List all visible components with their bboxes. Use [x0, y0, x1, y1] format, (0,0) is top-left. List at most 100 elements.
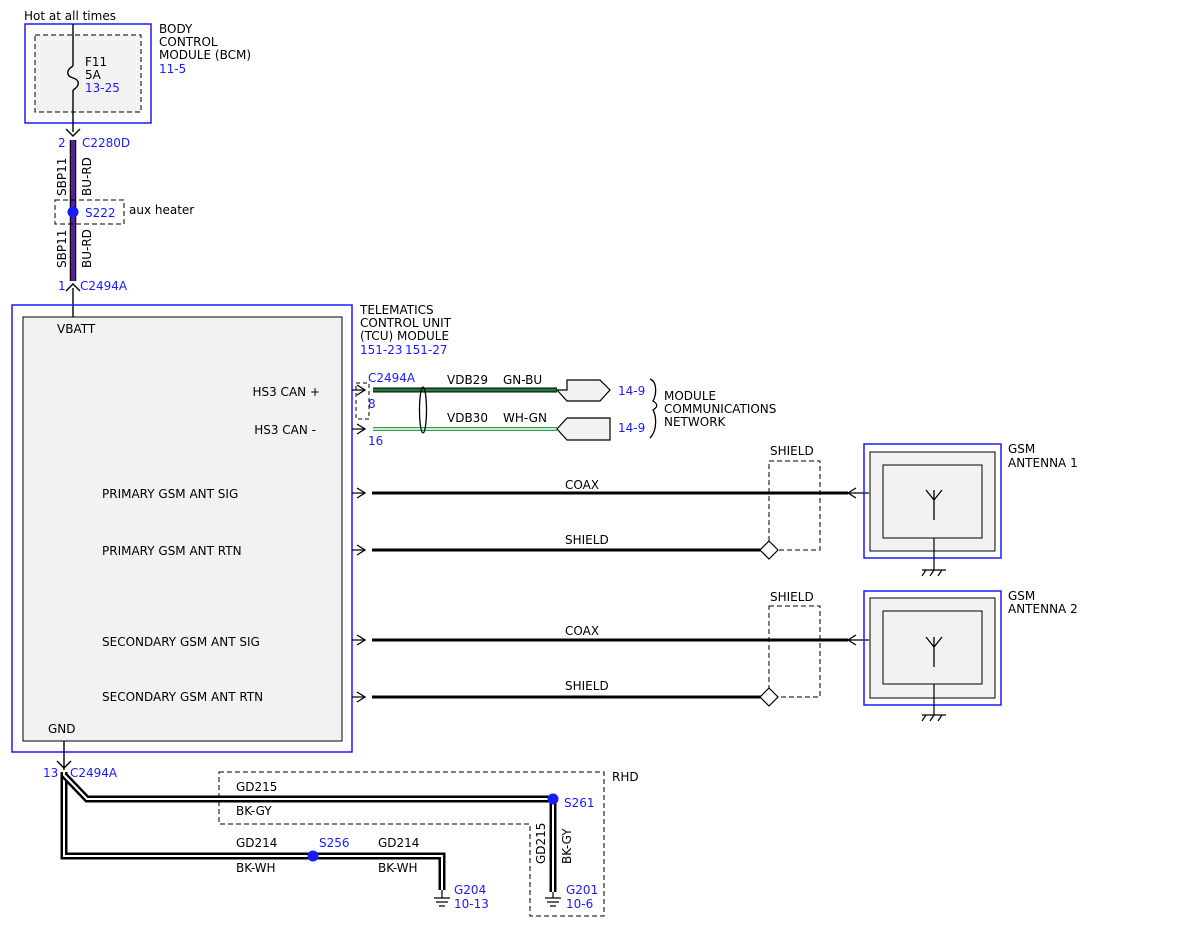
c2494a-top-pin: 1 — [58, 279, 66, 293]
splice-s261-dot — [547, 793, 559, 805]
gnd-connector-label: C2494A — [70, 766, 118, 780]
pin-secondary-gsm-sig: SECONDARY GSM ANT SIG — [102, 635, 260, 649]
gnd-pin: 13 — [43, 766, 58, 780]
c2494a-top-label: C2494A — [80, 279, 128, 293]
offpage-arrow-minus-icon — [556, 417, 611, 441]
antenna-1-icon — [925, 489, 943, 520]
gsm-antenna-1-outer-box — [863, 443, 1002, 559]
bk-gy-vert-label: BK-GY — [560, 828, 574, 864]
rhd-label: RHD — [612, 770, 639, 784]
bu-rd-label-lower: BU-RD — [80, 229, 94, 268]
can-ref-plus: 14-9 — [618, 384, 645, 398]
splice-s261-label: S261 — [564, 796, 595, 810]
gn-bu-label: GN-BU — [503, 373, 542, 387]
gd215-wire-outline — [61, 772, 557, 892]
sec-shield-box — [768, 605, 821, 698]
hot-at-all-times-label: Hot at all times — [24, 9, 116, 23]
g201-ref: 10-6 — [566, 897, 593, 911]
vbatt-label: VBATT — [57, 322, 96, 336]
tcu-title-3: (TCU) MODULE — [360, 329, 449, 343]
network-label-2: COMMUNICATIONS — [664, 402, 776, 416]
bcm-ref: 11-5 — [159, 62, 186, 76]
connector-c2494a-top-icon — [65, 283, 81, 292]
splice-s222-dot — [67, 206, 79, 218]
offpage-arrow-plus-icon — [555, 379, 611, 402]
bk-gy-top-label: BK-GY — [236, 804, 272, 818]
prim-shield-box-label: SHIELD — [770, 444, 814, 458]
tcu-ref-1: 151-23 — [360, 343, 403, 357]
prim-coax-label: COAX — [565, 478, 599, 492]
gd214-wire — [63, 772, 443, 890]
vdb30-label: VDB30 — [447, 411, 488, 425]
aux-heater-label: aux heater — [129, 203, 194, 217]
bcm-fuse-box — [34, 34, 142, 113]
prim-shield-box — [768, 460, 821, 551]
bcm-title-2: CONTROL — [159, 35, 218, 49]
can-pin-minus: 16 — [368, 434, 383, 448]
sec-shield-wire-label: SHIELD — [565, 679, 609, 693]
gsm2-label-2: ANTENNA 2 — [1008, 602, 1078, 616]
gnd-label: GND — [48, 722, 76, 736]
network-label-1: MODULE — [664, 389, 716, 403]
antenna-2-chassis-ground-icon — [921, 714, 946, 722]
tcu-ref-2: 151-27 — [405, 343, 448, 357]
twisted-pair-icon — [418, 386, 428, 434]
sbp11-label-lower: SBP11 — [55, 230, 69, 268]
sec-coax-label: COAX — [565, 624, 599, 638]
gsm-antenna-1-inner — [882, 464, 983, 539]
tcu-title-1: TELEMATICS — [359, 303, 434, 317]
pin-primary-gsm-sig: PRIMARY GSM ANT SIG — [102, 487, 238, 501]
g201-label: G201 — [566, 883, 598, 897]
network-label-3: NETWORK — [664, 415, 727, 429]
g204-ref: 10-13 — [454, 897, 489, 911]
sec-shield-termination-icon — [759, 687, 779, 707]
sbp11-label-upper: SBP11 — [55, 158, 69, 196]
bcm-title-3: MODULE (BCM) — [159, 48, 251, 62]
gd215-vert-label: GD215 — [534, 823, 548, 864]
splice-s256-dot — [307, 850, 319, 862]
c2280d-label: C2280D — [82, 136, 130, 150]
fuse-rating: 5A — [85, 68, 102, 82]
tcu-title-2: CONTROL UNIT — [360, 316, 452, 330]
tcu-module-box — [22, 316, 343, 742]
c2280d-pin: 2 — [58, 136, 66, 150]
splice-s256-label: S256 — [319, 836, 350, 850]
pin-primary-gsm-rtn: PRIMARY GSM ANT RTN — [102, 544, 242, 558]
pin-hs3-can-minus: HS3 CAN - — [254, 423, 316, 437]
gnd-connector-icon — [56, 760, 72, 769]
bk-wh-left-label: BK-WH — [236, 861, 276, 875]
gd214-right-label: GD214 — [378, 836, 419, 850]
sec-shield-box-label: SHIELD — [770, 590, 814, 604]
gd215-wire — [63, 774, 554, 892]
fuse-icon — [67, 65, 79, 91]
fuse-ref: 13-25 — [85, 81, 120, 95]
gsm-antenna-2-inner — [882, 610, 983, 685]
gsm2-label-1: GSM — [1008, 589, 1035, 603]
gsm1-label-1: GSM — [1008, 442, 1035, 456]
antenna-1-chassis-ground-icon — [921, 569, 946, 577]
bu-rd-label-upper: BU-RD — [80, 157, 94, 196]
tcu-outer-box — [11, 304, 353, 753]
pin-hs3-can-plus: HS3 CAN + — [252, 385, 320, 399]
aux-heater-box — [54, 199, 125, 225]
rhd-option-box — [218, 771, 605, 917]
wh-gn-label: WH-GN — [503, 411, 547, 425]
can-ref-minus: 14-9 — [618, 421, 645, 435]
g201-ground-icon — [545, 897, 561, 907]
bcm-box — [24, 23, 152, 124]
fuse-name: F11 — [85, 55, 107, 69]
bk-wh-right-label: BK-WH — [378, 861, 418, 875]
gsm1-label-2: ANTENNA 1 — [1008, 456, 1078, 470]
prim-shield-termination-icon — [759, 540, 779, 560]
pin-secondary-gsm-rtn: SECONDARY GSM ANT RTN — [102, 690, 263, 704]
gd215-top-label: GD215 — [236, 780, 277, 794]
gd214-left-label: GD214 — [236, 836, 277, 850]
can-connector-dash-box — [355, 382, 370, 420]
antenna-2-icon — [925, 636, 943, 667]
bcm-title-1: BODY — [159, 22, 193, 36]
prim-shield-wire-label: SHIELD — [565, 533, 609, 547]
network-brace-icon — [649, 378, 658, 439]
can-connector-label: C2494A — [368, 371, 416, 385]
connector-c2280d-icon — [65, 128, 81, 137]
